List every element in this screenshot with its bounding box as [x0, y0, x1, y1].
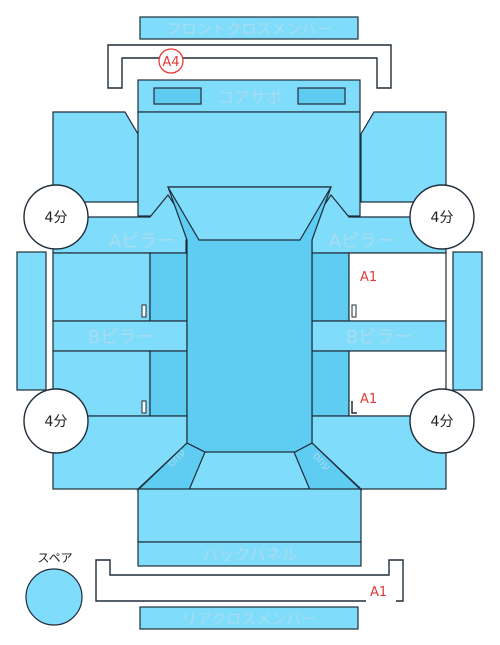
- core-support-right-slot: [297, 87, 346, 105]
- left-rear-door-inner: [149, 350, 188, 417]
- right-front-door-inner: [311, 252, 350, 322]
- cabin-roof-panel: [167, 186, 332, 453]
- back-panel-label: バックパネル: [202, 545, 297, 564]
- quarter-badge-rear-left: 4分: [23, 388, 89, 454]
- svg-text:4分: 4分: [45, 210, 68, 226]
- left-front-door: [52, 252, 151, 322]
- quarter-badge-front-left: 4分: [23, 184, 89, 250]
- rear-cross-member-mark: A1: [370, 585, 387, 600]
- spare-tire-circle: [25, 568, 83, 626]
- rear-cross-member-bracket: [95, 559, 404, 602]
- right-side-sill: [452, 251, 483, 391]
- b-pillar-right-panel: [311, 320, 447, 352]
- front-cross-member: フロントクロスメンバー: [139, 16, 359, 40]
- body-panels: コアサポ Aピラー Aピラー Bピラー A1 Bピラー A1: [52, 79, 447, 567]
- core-support-label: コアサポ: [218, 88, 282, 107]
- left-front-door-handle: [141, 304, 147, 318]
- svg-text:4分: 4分: [431, 210, 454, 226]
- spare-label: スペア: [37, 551, 72, 565]
- front-cross-member-mark: A4: [158, 48, 184, 74]
- svg-text:4分: 4分: [45, 414, 68, 430]
- right-front-fender: [360, 111, 447, 203]
- back-panel: [137, 541, 362, 567]
- svg-text:A4: A4: [162, 55, 179, 70]
- rear-mark-backdrop: [366, 582, 396, 602]
- a-pillar-right-label: Aピラー: [329, 231, 395, 252]
- front-cross-member-label: フロントクロスメンバー: [166, 20, 331, 38]
- quarter-badge-front-right: 4分: [409, 184, 475, 250]
- a-pillar-left-label: Aピラー: [109, 231, 175, 252]
- rear-end-panel: [137, 488, 362, 543]
- right-front-door: [348, 252, 447, 322]
- left-side-sill: [16, 251, 47, 391]
- right-front-door-handle: [351, 304, 357, 318]
- core-support-left-slot: [153, 87, 202, 105]
- roof-panel: [166, 186, 333, 241]
- right-rear-door-inner: [311, 350, 350, 417]
- right-rear-door-mark: A1: [360, 392, 377, 407]
- spare-tire: スペア: [25, 551, 83, 626]
- right-rear-door-handle: [351, 401, 357, 414]
- left-front-door-inner: [149, 252, 188, 322]
- quarter-badge-rear-right: 4分: [409, 388, 475, 454]
- rear-cross-member: リアクロスメンバー: [139, 606, 359, 630]
- svg-text:4分: 4分: [431, 414, 454, 430]
- b-pillar-left-label: Bピラー: [88, 327, 154, 348]
- right-front-door-mark: A1: [360, 270, 377, 285]
- rear-cross-member-label: リアクロスメンバー: [182, 610, 316, 628]
- b-pillar-right-label: Bピラー: [346, 327, 412, 348]
- left-rear-door-handle: [141, 400, 147, 414]
